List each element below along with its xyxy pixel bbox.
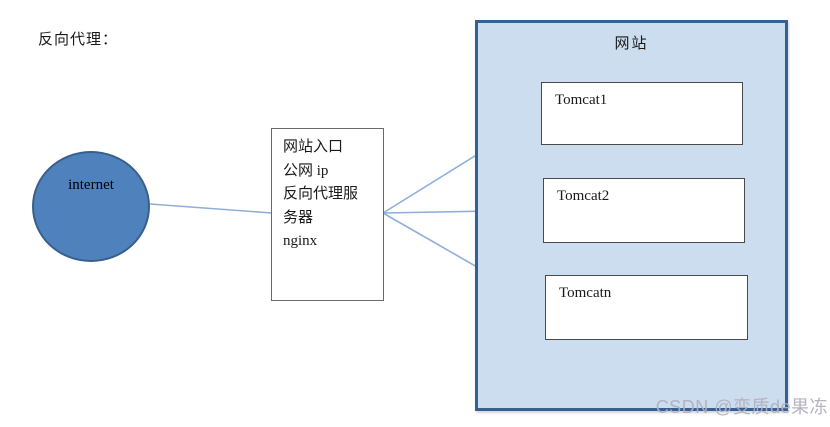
tomcatn-node: Tomcatn: [545, 275, 748, 340]
website-group-title: 网站: [614, 36, 649, 52]
proxy-node-line: 公网 ip: [283, 162, 329, 179]
internet-node: internet: [32, 151, 150, 262]
proxy-node-line: 务器: [283, 209, 314, 226]
nginx-proxy-node: 网站入口 公网 ip 反向代理服 务器 nginx: [271, 128, 384, 301]
tomcat1-node: Tomcat1: [541, 82, 743, 145]
proxy-node-line: nginx: [283, 233, 318, 249]
tomcat2-node: Tomcat2: [543, 178, 745, 243]
website-group: 网站 Tomcat1 Tomcat2 Tomcatn: [475, 20, 788, 411]
diagram-title: 反向代理：: [38, 32, 119, 48]
connector-internet-to-proxy: [149, 203, 273, 214]
csdn-watermark: CSDN @变质de果冻: [655, 397, 828, 417]
internet-node-label: internet: [68, 177, 114, 193]
proxy-node-line: 反向代理服: [283, 186, 359, 202]
proxy-node-line: 网站入口: [283, 139, 344, 155]
